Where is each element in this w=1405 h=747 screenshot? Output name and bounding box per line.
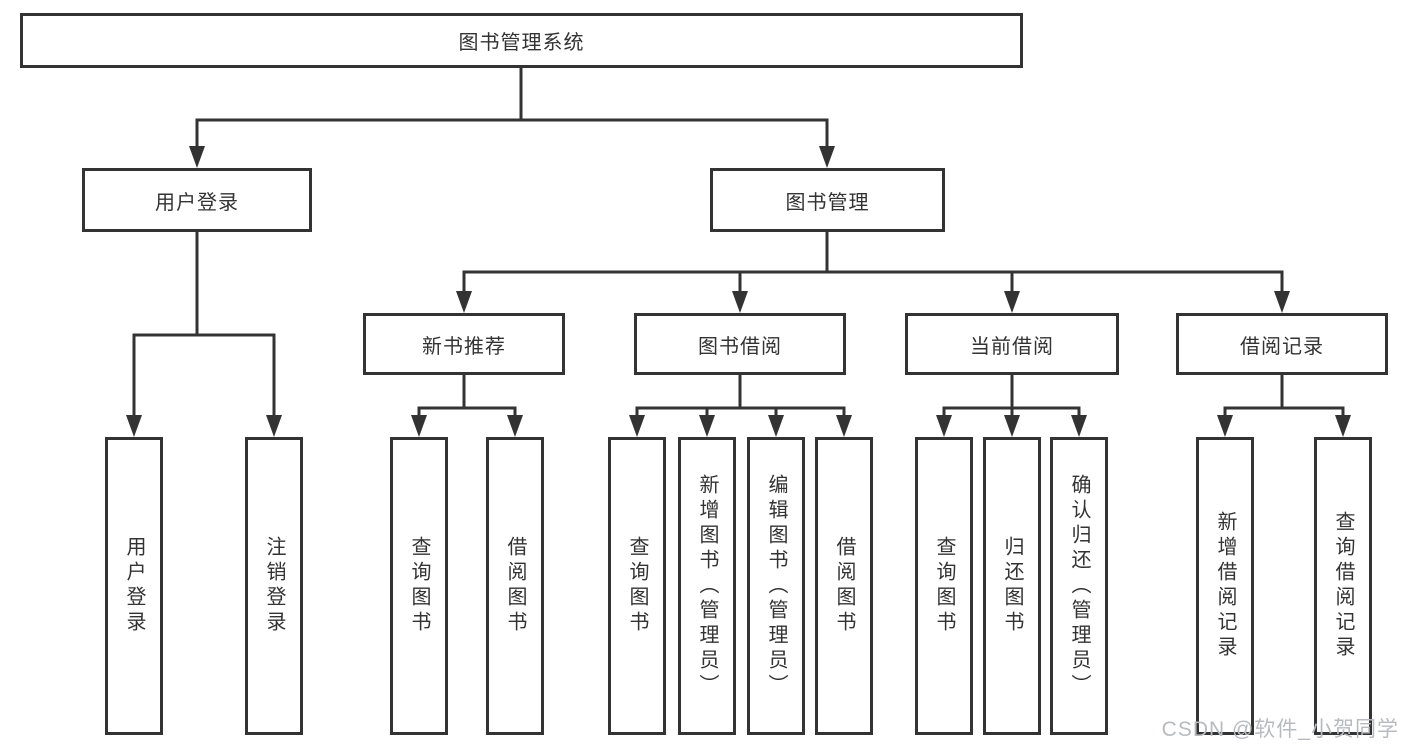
leaf-confirm-return-admin: 确认归还（管理员） xyxy=(1050,437,1108,735)
node-borrow-records-label: 借阅记录 xyxy=(1240,335,1324,358)
node-new-book-recommend: 新书推荐 xyxy=(363,313,565,375)
leaf-user-login-label: 用户登录 xyxy=(123,536,145,636)
leaf-newbook-query-books-label: 查询图书 xyxy=(408,536,430,636)
connector-user-login xyxy=(132,232,276,417)
node-library-system: 图书管理系统 xyxy=(20,13,1023,68)
leaf-current-query-books: 查询图书 xyxy=(915,437,973,735)
node-new-book-recommend-label: 新书推荐 xyxy=(422,335,506,358)
leaf-logout: 注销登录 xyxy=(245,437,303,735)
leaf-borrow-books-label: 借阅图书 xyxy=(833,536,855,636)
node-book-management-label: 图书管理 xyxy=(785,191,870,214)
leaf-borrow-books: 借阅图书 xyxy=(815,437,873,735)
leaf-user-login: 用户登录 xyxy=(105,437,163,735)
leaf-newbook-query-books: 查询图书 xyxy=(390,437,448,735)
leaf-add-borrow-record: 新增借阅记录 xyxy=(1196,437,1254,735)
node-book-borrow-label: 图书借阅 xyxy=(698,335,782,358)
node-user-login-group: 用户登录 xyxy=(82,168,312,232)
node-book-borrow: 图书借阅 xyxy=(634,313,846,375)
connector-root xyxy=(195,68,829,148)
leaf-newbook-borrow-books: 借阅图书 xyxy=(486,437,544,735)
leaf-add-books-admin-label: 新增图书（管理员） xyxy=(696,473,718,699)
leaf-query-borrow-record: 查询借阅记录 xyxy=(1314,437,1372,735)
connector-current-borrow xyxy=(942,375,1081,418)
node-library-system-label: 图书管理系统 xyxy=(458,32,585,54)
connector-borrow-records xyxy=(1223,375,1345,418)
leaf-current-query-books-label: 查询图书 xyxy=(933,536,955,636)
connector-book-management xyxy=(462,232,1284,294)
leaf-logout-label: 注销登录 xyxy=(263,536,285,636)
connector-book-borrow xyxy=(635,375,846,418)
leaf-edit-books-admin-label: 编辑图书（管理员） xyxy=(765,473,787,699)
connector-new-book xyxy=(417,375,517,418)
node-user-login-group-label: 用户登录 xyxy=(155,191,239,214)
leaf-confirm-return-admin-label: 确认归还（管理员） xyxy=(1068,473,1090,699)
node-borrow-records: 借阅记录 xyxy=(1176,313,1388,375)
leaf-edit-books-admin: 编辑图书（管理员） xyxy=(747,437,805,735)
node-current-borrow: 当前借阅 xyxy=(905,313,1119,375)
leaf-borrow-query-books: 查询图书 xyxy=(608,437,666,735)
node-current-borrow-label: 当前借阅 xyxy=(970,335,1054,358)
leaf-return-books-label: 归还图书 xyxy=(1001,536,1023,636)
leaf-add-books-admin: 新增图书（管理员） xyxy=(678,437,736,735)
leaf-add-borrow-record-label: 新增借阅记录 xyxy=(1214,511,1236,661)
node-book-management: 图书管理 xyxy=(710,168,945,232)
leaf-borrow-query-books-label: 查询图书 xyxy=(626,536,648,636)
leaf-newbook-borrow-books-label: 借阅图书 xyxy=(504,536,526,636)
csdn-watermark: CSDN @软件_小贺同学 xyxy=(1161,718,1399,741)
leaf-return-books: 归还图书 xyxy=(983,437,1041,735)
leaf-query-borrow-record-label: 查询借阅记录 xyxy=(1332,511,1354,661)
